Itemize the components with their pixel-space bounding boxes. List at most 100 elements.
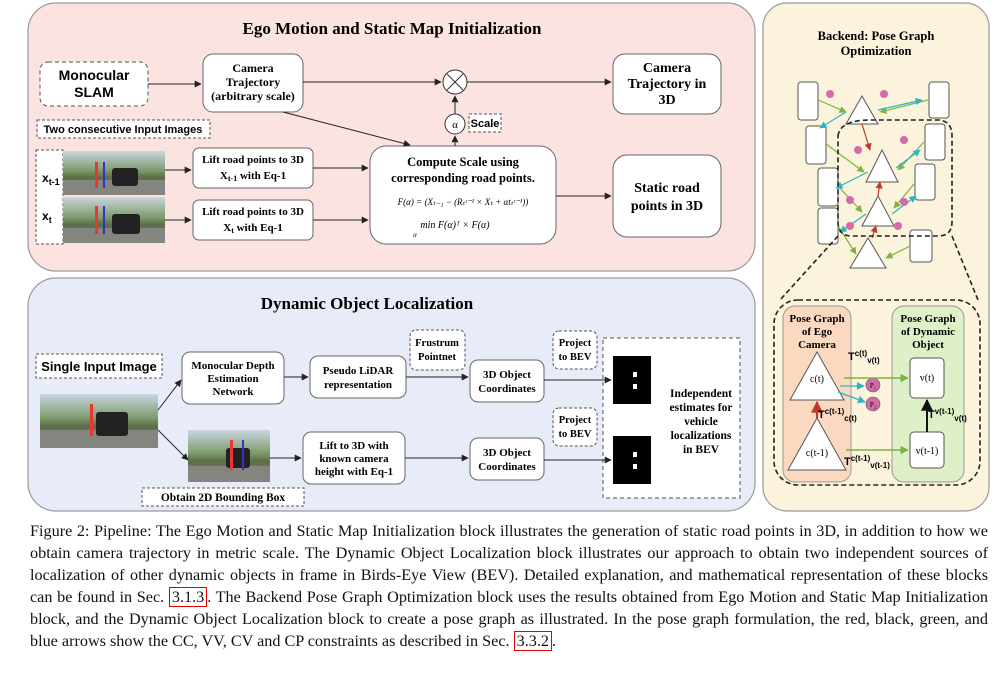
- dyn-graph-title-1: Pose Graph: [900, 313, 955, 325]
- frame-sub-prev: t-1: [49, 177, 60, 187]
- lift2-line1: Lift road points to 3D: [202, 206, 304, 218]
- cam-traj-line2: Trajectory: [226, 75, 280, 89]
- monocular-slam-box: Monocular SLAM: [39, 61, 149, 107]
- monocular-slam-line1: Monocular: [59, 67, 130, 83]
- frustrum-line1: Frustrum: [415, 338, 459, 349]
- cam-traj-3d-line1: Camera: [643, 61, 691, 76]
- coords1-line2: Coordinates: [478, 383, 536, 395]
- svg-text:xt-1: xt-1: [42, 171, 60, 187]
- bev-map-2: [613, 436, 651, 484]
- project1-line1: Project: [559, 338, 592, 349]
- node-ct: [789, 350, 845, 401]
- bev-map-1: [613, 356, 651, 404]
- bbox-label-box: Obtain 2D Bounding Box: [141, 487, 305, 507]
- frame-x-curr: x: [42, 209, 49, 223]
- ego-motion-panel: Ego Motion and Static Map Initialization…: [27, 2, 756, 272]
- backend-panel: Backend: Pose Graph Optimization: [762, 2, 990, 512]
- independent-line1: Independent: [670, 388, 732, 400]
- lift-known-line2: known camera: [319, 453, 389, 465]
- lift2-eq: with Eq-1: [234, 222, 283, 234]
- dyn-graph-title-2: of Dynamic: [901, 326, 955, 338]
- bbox-label-text: Obtain 2D Bounding Box: [161, 492, 286, 504]
- scale-formula-1: F(α) = (Xₜ₋₁ − (Rₜᵗ⁻¹ × Xₜ + αtₜᵗ⁻¹)): [397, 197, 529, 207]
- backend-title-line2: Optimization: [841, 44, 912, 58]
- svg-text:Xt-1 with Eq-1: Xt-1 with Eq-1: [220, 170, 286, 183]
- depth-line2: Estimation: [207, 373, 258, 385]
- alpha-node: α: [444, 113, 466, 135]
- global-pose-graph: [779, 81, 979, 301]
- camera-trajectory-box: Camera Trajectory (arbitrary scale): [202, 53, 304, 113]
- lift1-sub: t-1: [228, 174, 237, 183]
- edge-vv-sub: v(t): [954, 414, 967, 423]
- scale-formula-2-sub: α: [413, 231, 417, 239]
- object-coords-box-1: 3D Object Coordinates: [469, 359, 545, 403]
- caption-ref-2[interactable]: 3.3.2: [513, 631, 553, 651]
- node-ct1: [787, 416, 847, 471]
- project-bev-box-1: Project to BEV: [552, 330, 598, 370]
- independent-line3: vehicle: [684, 416, 718, 428]
- svg-text:Tc(t-1)c(t): Tc(t-1)c(t): [818, 407, 857, 423]
- figure-caption: Figure 2: Pipeline: The Ego Motion and S…: [30, 520, 988, 652]
- input-images-label: Two consecutive Input Images: [44, 124, 203, 136]
- lift-road-box-1: Lift road points to 3D Xt-1 with Eq-1: [192, 147, 314, 189]
- cam-traj-3d-line2: Trajectory in: [628, 77, 707, 92]
- edge-vv-sup: v(t-1): [935, 407, 955, 416]
- edge-cc-sub: c(t): [844, 414, 857, 423]
- dyn-panel-title: Dynamic Object Localization: [261, 294, 474, 313]
- ego-panel-title: Ego Motion and Static Map Initialization: [243, 19, 542, 38]
- project1-line2: to BEV: [559, 352, 592, 363]
- zoomed-pose-graph: Pose Graph of Ego Camera Pose Graph of D…: [773, 299, 981, 486]
- edge-cvt1-sup: c(t-1): [851, 454, 871, 463]
- coords2-line2: Coordinates: [478, 461, 536, 473]
- scale-label-box: Scale: [468, 113, 502, 133]
- caption-part2: . The Backend Pose Graph Optimization bl…: [30, 588, 989, 650]
- lift2-sub: t: [231, 226, 234, 235]
- input-image-curr: [63, 197, 165, 243]
- svg-text:Tc(t)v(t): Tc(t)v(t): [848, 349, 880, 365]
- backend-title-line1: Backend: Pose Graph: [818, 29, 935, 43]
- node-ct-label: c(t): [810, 374, 824, 385]
- pseudo-lidar-line2: representation: [324, 379, 392, 391]
- lift-known-box: Lift to 3D with known camera height with…: [302, 431, 406, 485]
- coords1-line1: 3D Object: [483, 369, 531, 381]
- cam-traj-line1: Camera: [232, 61, 273, 75]
- input-image-prev: [63, 151, 165, 195]
- ego-graph-title-2: of Ego: [802, 326, 833, 338]
- edge-cvt-t: T: [848, 351, 855, 363]
- ego-graph-title-1: Pose Graph: [789, 313, 844, 325]
- frame-x-prev: x: [42, 171, 49, 185]
- depth-line1: Monocular Depth: [191, 360, 274, 372]
- bbox-image: [188, 430, 270, 482]
- node-vt: [909, 357, 945, 399]
- scale-formula-2: min F(α)ᵀ × F(α): [420, 220, 490, 231]
- svg-text:xt: xt: [42, 209, 52, 225]
- monocular-slam-line2: SLAM: [74, 84, 114, 100]
- dyn-arrows: [157, 373, 612, 464]
- point-p2: [865, 396, 881, 412]
- object-coords-box-2: 3D Object Coordinates: [469, 437, 545, 481]
- scale-label: Scale: [471, 118, 500, 130]
- point-p1-label: P₁: [870, 382, 876, 390]
- depth-network-box: Monocular Depth Estimation Network: [181, 351, 285, 405]
- frame-label-box: xt-1 xt: [35, 149, 64, 245]
- project2-line1: Project: [559, 415, 592, 426]
- edge-cvt-sup: c(t): [855, 349, 868, 358]
- node-vt-label: v(t): [920, 373, 934, 384]
- project-bev-box-2: Project to BEV: [552, 407, 598, 447]
- project2-line2: to BEV: [559, 429, 592, 440]
- single-input-text: Single Input Image: [41, 359, 157, 374]
- caption-part1: Figure 2: Pipeline: The Ego Motion and S…: [30, 522, 988, 606]
- svg-text:Tc(t-1)v(t-1): Tc(t-1)v(t-1): [844, 454, 890, 470]
- caption-part3: .: [552, 632, 557, 650]
- frame-sub-curr: t: [49, 215, 52, 225]
- cam-traj-3d-line3: 3D: [658, 93, 675, 108]
- cam-traj-line3: (arbitrary scale): [211, 89, 295, 103]
- ego-graph-title-3: Camera: [798, 339, 836, 351]
- caption-ref-1[interactable]: 3.1.3: [168, 587, 208, 607]
- node-ct1-label: c(t-1): [806, 448, 828, 459]
- frustrum-pointnet-box: Frustrum Pointnet: [409, 329, 466, 371]
- alpha-symbol: α: [452, 119, 458, 131]
- edge-cc-sup: c(t-1): [825, 407, 845, 416]
- pseudo-lidar-line1: Pseudo LiDAR: [323, 365, 395, 377]
- svg-text:Tv(t-1)v(t): Tv(t-1)v(t): [928, 407, 967, 423]
